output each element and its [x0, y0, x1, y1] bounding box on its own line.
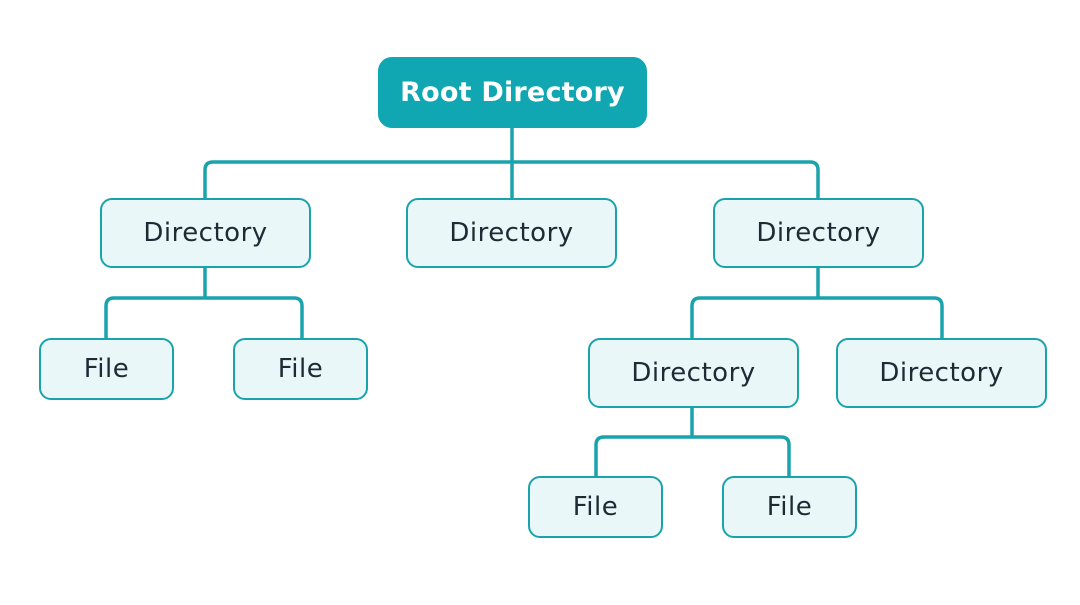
directory-node-middle[interactable]: Directory: [406, 198, 617, 268]
directory-node-left[interactable]: Directory: [100, 198, 311, 268]
directory-node-right[interactable]: Directory: [713, 198, 924, 268]
connector-directory-to-subdirectories: [690, 268, 944, 338]
connector-root-to-directories: [203, 128, 820, 198]
file-node-left-1[interactable]: File: [39, 338, 174, 400]
file-node-sub-2[interactable]: File: [722, 476, 857, 538]
root-directory-node[interactable]: Root Directory: [378, 57, 647, 128]
connector-directory-to-files: [104, 268, 304, 338]
file-node-sub-1[interactable]: File: [528, 476, 663, 538]
subdirectory-node-2[interactable]: Directory: [836, 338, 1047, 408]
file-node-left-2[interactable]: File: [233, 338, 368, 400]
subdirectory-node-1[interactable]: Directory: [588, 338, 799, 408]
connector-subdirectory-to-files: [594, 408, 791, 476]
